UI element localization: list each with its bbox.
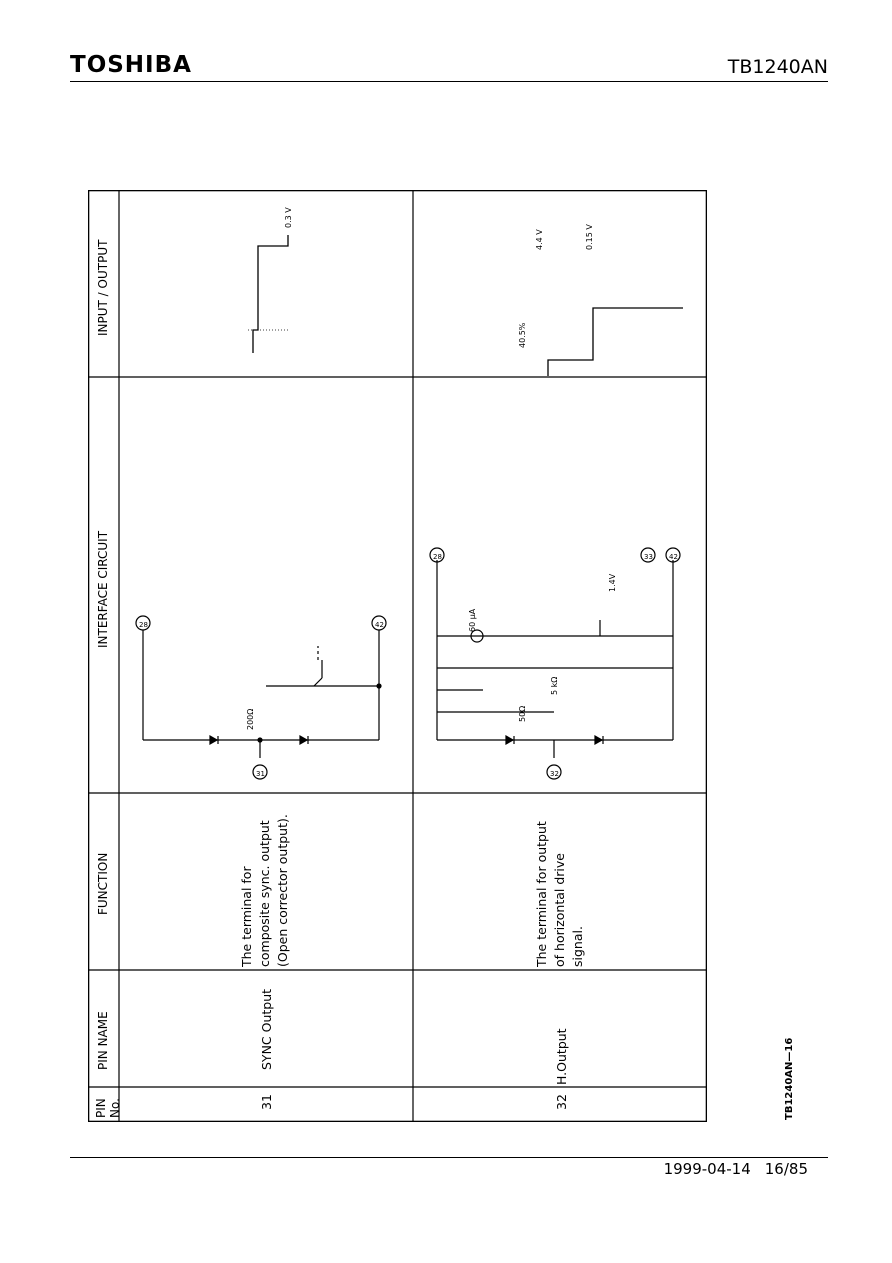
svg-text:42: 42 xyxy=(669,553,678,561)
col-function-header: FUNCTION xyxy=(96,852,110,915)
svg-text:42: 42 xyxy=(375,621,384,629)
row-32-current: 60 μA xyxy=(468,608,477,632)
circuit-h-output xyxy=(429,547,681,780)
row-32-r1: 5 kΩ xyxy=(550,676,559,695)
footer: 1999-04-14 16/85 xyxy=(650,1160,808,1178)
pin-function-table: 28 42 31 xyxy=(88,190,707,1122)
svg-text:32: 32 xyxy=(550,770,559,778)
row-32-voltage: 1.4V xyxy=(608,573,617,592)
waveform-sync-output xyxy=(248,235,289,353)
waveform-row-32 xyxy=(547,307,683,376)
brand-logo: TOSHIBA xyxy=(70,52,192,78)
svg-text:28: 28 xyxy=(433,553,442,561)
footer-page: 16/85 xyxy=(764,1160,808,1178)
row-31-resistor: 200Ω xyxy=(246,708,255,730)
part-number: TB1240AN xyxy=(727,56,828,78)
row-32-name: H.Output xyxy=(554,1028,569,1085)
row-32-r2: 50Ω xyxy=(518,705,527,722)
row-32-high: 4.4 V xyxy=(535,229,544,250)
footer-date: 1999-04-14 xyxy=(663,1160,751,1178)
header-rule xyxy=(70,81,828,82)
col-interface-header: INTERFACE CIRCUIT xyxy=(96,530,110,648)
side-label: TB1240AN—16 xyxy=(784,1037,795,1120)
row-32-function: The terminal for output of horizontal dr… xyxy=(534,821,585,967)
row-32-pin: 32 xyxy=(554,1094,569,1110)
svg-text:31: 31 xyxy=(256,770,265,778)
svg-text:33: 33 xyxy=(644,553,653,561)
table-grid: 28 42 31 xyxy=(88,190,707,1122)
row-31-pin: 31 xyxy=(259,1094,274,1110)
row-32-low: 0.15 V xyxy=(585,224,594,250)
row-32-duty: 40.5% xyxy=(518,322,527,348)
col-pin-name-header: PIN NAME xyxy=(96,1011,110,1070)
row-31-name: SYNC Output xyxy=(259,988,274,1070)
circuit-sync-output xyxy=(135,615,387,780)
row-31-level: 0.3 V xyxy=(284,207,293,228)
svg-text:28: 28 xyxy=(139,621,148,629)
row-31-function: The terminal for composite sync. output … xyxy=(239,814,290,967)
footer-rule xyxy=(70,1157,828,1158)
col-io-header: INPUT / OUTPUT xyxy=(96,239,110,336)
